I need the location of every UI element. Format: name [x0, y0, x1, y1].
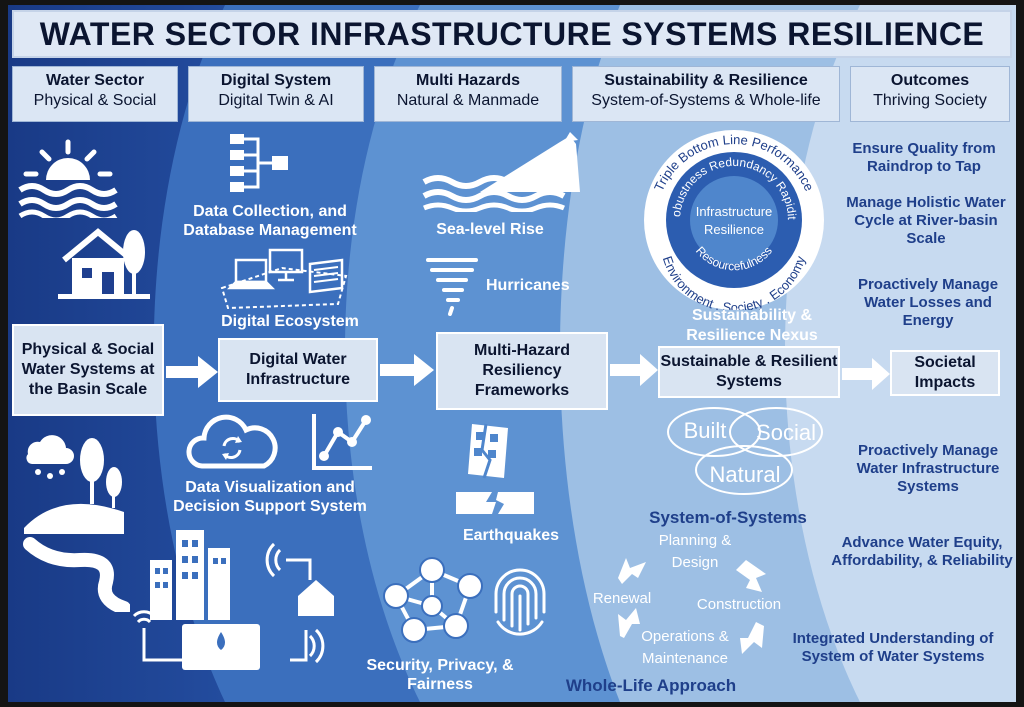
- column-title: Water Sector: [45, 72, 145, 89]
- column-subtitle: Thriving Society: [873, 92, 987, 109]
- digital-ecosystem-icon: [220, 248, 348, 310]
- network-people-icon: [383, 557, 483, 643]
- venn-built: Built: [683, 418, 727, 443]
- security-privacy-label: Security, Privacy, & Fairness: [366, 657, 514, 693]
- column-subtitle: Physical & Social: [33, 92, 157, 109]
- earthquake-building-icon: [456, 423, 534, 514]
- venn-social: Social: [756, 420, 816, 445]
- column-title: Digital System: [220, 72, 332, 89]
- outcome-5: Advance Water Equity, Affordability, & R…: [831, 534, 1013, 569]
- outcome-3: Proactively Manage Water Losses and Ener…: [857, 276, 999, 329]
- column-subtitle: System-of-Systems & Whole-life: [591, 92, 821, 109]
- cloud-sync-icon: [186, 414, 278, 469]
- flow-box-physical-social: Physical & Social Water Systems at the B…: [12, 324, 164, 416]
- whole-life-label: Whole-Life Approach: [565, 676, 737, 695]
- ring-center-line2: Resilience: [704, 222, 764, 237]
- line-chart-icon: [312, 414, 372, 470]
- title-bar: [12, 10, 1012, 58]
- column-subtitle: Digital Twin & AI: [218, 92, 334, 109]
- hurricanes-label: Hurricanes: [486, 277, 570, 294]
- stage-operations: Operations & Maintenance: [641, 628, 729, 667]
- column-subtitle: Natural & Manmade: [396, 92, 540, 109]
- smart-city-network-icon: [132, 530, 334, 670]
- resilience-ring-diagram: Triple Bottom Line Performance Environme…: [638, 126, 824, 310]
- nexus-label: Sustainability & Resilience Nexus: [686, 307, 818, 344]
- arrow-3: [610, 354, 658, 386]
- hierarchy-data-icon: [230, 134, 288, 192]
- rain-landscape-river-icon: [23, 435, 130, 612]
- sea-level-rise-label: Sea-level Rise: [436, 221, 544, 238]
- data-visualization-label: Data Visualization and Decision Support …: [173, 479, 367, 515]
- venn-diagram: [667, 407, 823, 495]
- ring-center-line1: Infrastructure: [696, 204, 773, 219]
- column-title: Outcomes: [890, 72, 970, 89]
- stage-planning: Planning & Design: [658, 532, 732, 571]
- flow-box-societal: Societal Impacts: [890, 350, 1000, 396]
- lifecycle-arrows: [618, 558, 766, 654]
- digital-ecosystem-label: Digital Ecosystem: [221, 313, 359, 330]
- venn-natural: Natural: [709, 462, 781, 487]
- system-of-systems-label: System-of-Systems: [649, 508, 807, 527]
- outcome-1: Ensure Quality from Raindrop to Tap: [852, 140, 996, 175]
- column-header-multi-hazards: Multi Hazards Natural & Manmade: [374, 66, 562, 122]
- column-title: Multi Hazards: [415, 72, 520, 89]
- outcome-6: Integrated Understanding of System of Wa…: [792, 630, 994, 665]
- arrow-1: [166, 356, 218, 388]
- sun-over-water-icon: [18, 139, 118, 218]
- column-title: Sustainability & Resilience: [604, 72, 808, 89]
- flow-box-digital-water: Digital Water Infrastructure: [218, 338, 378, 402]
- flow-box-sustainable: Sustainable & Resilient Systems: [658, 346, 840, 398]
- stage-renewal: Renewal: [592, 590, 652, 607]
- column-header-digital-system: Digital System Digital Twin & AI: [188, 66, 364, 122]
- outcome-4: Proactively Manage Water Infrastructure …: [856, 442, 1000, 495]
- hurricane-icon: [426, 258, 478, 316]
- outcome-2: Manage Holistic Water Cycle at River-bas…: [846, 194, 1006, 247]
- column-header-outcomes: Outcomes Thriving Society: [850, 66, 1010, 122]
- column-header-sustainability: Sustainability & Resilience System-of-Sy…: [572, 66, 840, 122]
- arrow-4: [842, 358, 890, 390]
- house-with-tree-icon: [58, 228, 150, 299]
- column-header-water-sector: Water Sector Physical & Social: [12, 66, 178, 122]
- page-title: WATER SECTOR INFRASTRUCTURE SYSTEMS RESI…: [39, 16, 985, 52]
- stage-construction: Construction: [696, 596, 782, 613]
- earthquakes-label: Earthquakes: [462, 527, 560, 544]
- fingerprint-icon: [494, 568, 546, 636]
- sea-level-rise-icon: [422, 132, 580, 212]
- flow-box-multi-hazard: Multi-Hazard Resiliency Frameworks: [436, 332, 608, 410]
- arrow-2: [380, 354, 434, 386]
- data-collection-label: Data Collection, and Database Management: [183, 203, 357, 239]
